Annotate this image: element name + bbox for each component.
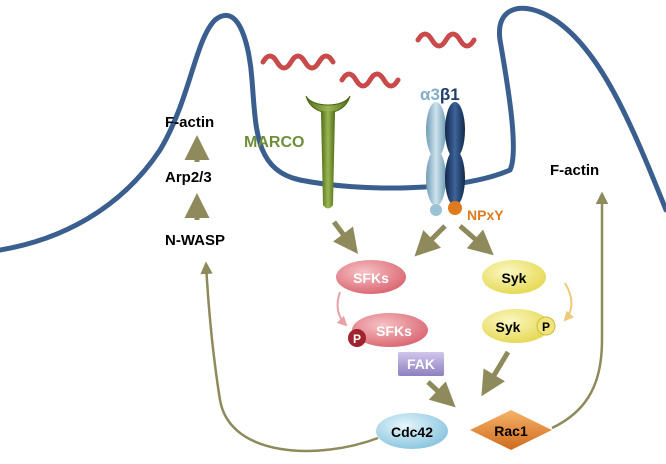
syk-node [482, 260, 546, 294]
arrow-syk-to-rac1 [481, 350, 511, 397]
integrin-label: α3β1 [420, 85, 460, 104]
beta1-label: β1 [440, 85, 460, 104]
rac1-label: Rac1 [494, 423, 528, 439]
arp23-label: Arp2/3 [165, 169, 212, 186]
phospho-p-sfks: P [353, 332, 361, 346]
arrow-integrin-to-sfks [414, 224, 447, 257]
arrow-sfks-phosphorylation [336, 291, 348, 327]
npxy-motif [448, 201, 462, 215]
cdc42-node [376, 413, 448, 449]
ligand-squiggle [339, 71, 401, 89]
marco-label: MARCO [244, 134, 304, 151]
integrin-alpha3beta1 [426, 102, 465, 216]
sfks-p-label: SFKs [376, 323, 412, 339]
sfks-label: SFKs [353, 270, 389, 286]
sfks-node [336, 260, 406, 294]
f-actin-left-label: F-actin [165, 114, 214, 131]
sfks-p-node [352, 313, 428, 347]
syk-label: Syk [502, 270, 527, 286]
cdc42-label: Cdc42 [391, 424, 433, 440]
arrow-syk-phosphorylation [563, 282, 575, 322]
plasma-membrane [0, 5, 666, 253]
arrow-fak-to-cdc42 [426, 380, 456, 408]
rac1-node [470, 410, 552, 450]
arrow-integrin-to-syk [458, 224, 494, 256]
alpha3-label: α3 [420, 85, 440, 104]
phospho-badge-syk [536, 316, 556, 336]
nwasp-label: N-WASP [165, 232, 225, 249]
ligand-squiggle [415, 31, 477, 49]
marco-receptor [305, 95, 351, 209]
fak-label: FAK [407, 356, 435, 372]
phospho-p-syk: P [542, 320, 550, 334]
f-actin-right-label: F-actin [550, 162, 599, 179]
arrow-marco-to-sfks [332, 220, 358, 254]
fak-node [398, 352, 444, 376]
ligand-squiggle [260, 53, 336, 71]
phospho-badge-sfks [348, 329, 366, 347]
syk-p-label: Syk [496, 319, 521, 335]
syk-p-node [482, 309, 550, 343]
npxy-label: NPxY [467, 207, 504, 223]
arrow-rac1-to-factin [551, 191, 609, 430]
arrow-cdc42-to-nwasp [200, 261, 379, 453]
